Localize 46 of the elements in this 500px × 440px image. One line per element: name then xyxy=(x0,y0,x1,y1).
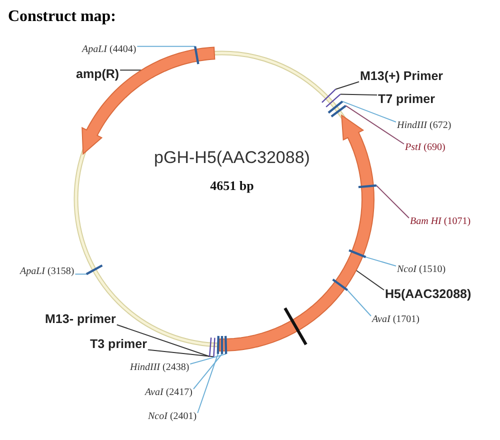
leader-line xyxy=(136,46,196,47)
restriction-site-mark xyxy=(330,104,346,118)
leader-line xyxy=(190,353,227,364)
feature-label: M13- primer xyxy=(45,313,116,327)
feature-label: H5(AAC32088) xyxy=(385,288,472,302)
leader-line xyxy=(356,270,384,290)
primer-mark xyxy=(213,338,216,357)
leader-line xyxy=(116,324,210,358)
leader-line xyxy=(335,81,360,90)
primer-mark xyxy=(326,94,341,108)
site-label: AvaI (2417) xyxy=(145,387,192,398)
site-label: PstI (690) xyxy=(405,142,446,153)
site-label: ApaLI (3158) xyxy=(20,266,74,277)
diagram-title: Construct map: xyxy=(8,8,116,26)
feature-label: amp(R) xyxy=(76,68,120,82)
leader-line xyxy=(345,105,404,144)
feature-label: M13(+) Primer xyxy=(360,70,444,84)
leader-line xyxy=(193,354,222,390)
feature-label: T3 primer xyxy=(90,338,147,352)
site-label: NcoI (2401) xyxy=(148,411,197,422)
leader-line xyxy=(147,349,214,358)
site-label: HindIII (672) xyxy=(397,120,452,131)
site-label: NcoI (1510) xyxy=(397,264,446,275)
primer-mark xyxy=(209,338,212,357)
site-label: AvaI (1701) xyxy=(372,314,420,325)
leader-line xyxy=(342,100,396,122)
leader-line xyxy=(346,290,372,316)
restriction-site-mark xyxy=(358,184,376,188)
restriction-site-mark xyxy=(328,100,344,114)
site-label: HindIII (2438) xyxy=(130,362,190,373)
leader-line xyxy=(376,185,410,218)
leader-line xyxy=(120,70,142,71)
primer-mark xyxy=(322,88,336,103)
feature-label: T7 primer xyxy=(378,93,435,107)
plasmid-size: 4651 bp xyxy=(209,179,255,194)
restriction-site-mark xyxy=(224,336,228,354)
restriction-site-mark xyxy=(220,336,224,354)
leader-line xyxy=(197,353,218,414)
leader-line xyxy=(340,94,378,96)
plasmid-name: pGH-H5(AAC32088) xyxy=(153,149,311,168)
restriction-site-mark xyxy=(216,336,220,354)
leader-line xyxy=(74,274,87,275)
restriction-site-mark xyxy=(86,264,103,276)
site-label: Bam HI (1071) xyxy=(410,216,471,227)
leader-line xyxy=(365,256,396,266)
site-label: ApaLI (4404) xyxy=(82,44,136,55)
